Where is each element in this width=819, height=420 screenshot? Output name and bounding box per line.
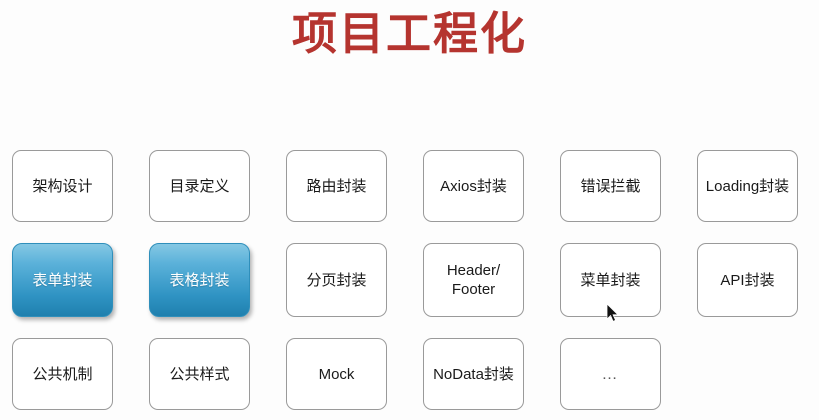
node-pagination-encapsulation[interactable]: 分页封装	[286, 243, 387, 317]
grid-cell: 分页封装	[286, 243, 387, 317]
node-grid: 架构设计 目录定义 路由封装 Axios封装 错误拦截 Loading封装 表单…	[12, 150, 807, 410]
node-error-interception[interactable]: 错误拦截	[560, 150, 661, 222]
grid-cell: 路由封装	[286, 150, 387, 222]
node-form-encapsulation[interactable]: 表单封装	[12, 243, 113, 317]
node-mock[interactable]: Mock	[286, 338, 387, 410]
grid-cell: Mock	[286, 338, 387, 410]
grid-cell: 错误拦截	[560, 150, 661, 222]
grid-cell: …	[560, 338, 661, 410]
node-row-2: 表单封装 表格封装 分页封装 Header/ Footer 菜单封装 API封装	[12, 243, 807, 317]
node-nodata-encapsulation[interactable]: NoData封装	[423, 338, 524, 410]
node-ellipsis[interactable]: …	[560, 338, 661, 410]
grid-cell: Axios封装	[423, 150, 524, 222]
node-loading-encapsulation[interactable]: Loading封装	[697, 150, 798, 222]
node-menu-encapsulation[interactable]: 菜单封装	[560, 243, 661, 317]
grid-cell: 表格封装	[149, 243, 250, 317]
grid-cell: NoData封装	[423, 338, 524, 410]
grid-cell-empty	[697, 338, 798, 410]
node-architecture-design[interactable]: 架构设计	[12, 150, 113, 222]
node-api-encapsulation[interactable]: API封装	[697, 243, 798, 317]
grid-cell: API封装	[697, 243, 798, 317]
node-axios-encapsulation[interactable]: Axios封装	[423, 150, 524, 222]
node-common-styles[interactable]: 公共样式	[149, 338, 250, 410]
grid-cell: 目录定义	[149, 150, 250, 222]
grid-cell: 架构设计	[12, 150, 113, 222]
node-row-3: 公共机制 公共样式 Mock NoData封装 …	[12, 338, 807, 410]
node-common-mechanism[interactable]: 公共机制	[12, 338, 113, 410]
grid-cell: Loading封装	[697, 150, 798, 222]
grid-cell: 菜单封装	[560, 243, 661, 317]
grid-cell: Header/ Footer	[423, 243, 524, 317]
node-router-encapsulation[interactable]: 路由封装	[286, 150, 387, 222]
node-row-1: 架构设计 目录定义 路由封装 Axios封装 错误拦截 Loading封装	[12, 150, 807, 222]
node-table-encapsulation[interactable]: 表格封装	[149, 243, 250, 317]
page-title: 项目工程化	[291, 8, 527, 59]
node-header-footer[interactable]: Header/ Footer	[423, 243, 524, 317]
grid-cell: 公共样式	[149, 338, 250, 410]
node-directory-definition[interactable]: 目录定义	[149, 150, 250, 222]
grid-cell: 公共机制	[12, 338, 113, 410]
grid-cell: 表单封装	[12, 243, 113, 317]
